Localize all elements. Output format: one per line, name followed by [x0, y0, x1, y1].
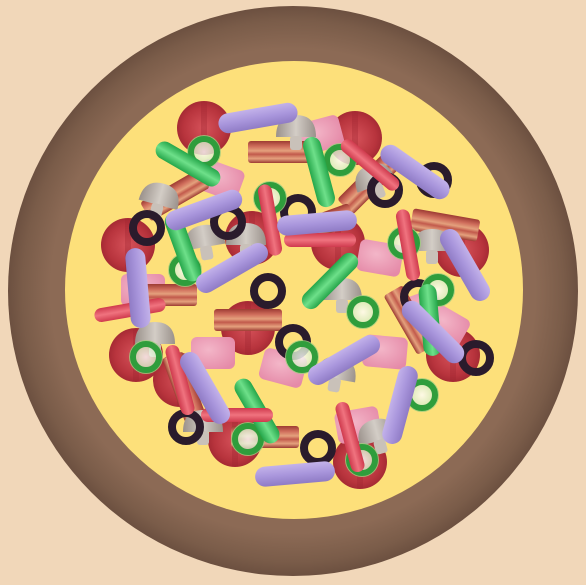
black-olive: [129, 210, 165, 246]
onion: [401, 300, 465, 364]
onion: [218, 102, 298, 134]
onion: [125, 248, 151, 328]
green-pepper-ring: [346, 295, 380, 329]
bacon: [410, 208, 480, 242]
ham: [191, 337, 235, 369]
green-pepper-strip: [155, 141, 221, 187]
onion: [277, 210, 357, 236]
green-pepper-ring: [129, 340, 163, 374]
onion: [180, 352, 230, 424]
green-pepper-strip: [303, 136, 335, 208]
red-pepper: [395, 209, 421, 281]
onion: [165, 189, 243, 231]
onion: [196, 243, 268, 293]
red-pepper: [165, 344, 195, 416]
red-pepper: [340, 139, 400, 191]
red-pepper: [257, 184, 283, 256]
green-pepper-ring: [231, 422, 265, 456]
red-pepper: [335, 401, 365, 473]
onion: [382, 366, 418, 444]
onion: [440, 229, 490, 301]
toppings-layer: [94, 101, 494, 489]
red-pepper: [284, 233, 356, 247]
onion: [380, 144, 450, 200]
green-pepper-strip: [301, 252, 359, 310]
onion: [308, 335, 380, 385]
black-olive: [250, 273, 286, 309]
bacon: [214, 309, 282, 331]
green-pepper-ring: [285, 340, 319, 374]
onion: [255, 461, 335, 487]
pepperoni: [177, 101, 231, 155]
